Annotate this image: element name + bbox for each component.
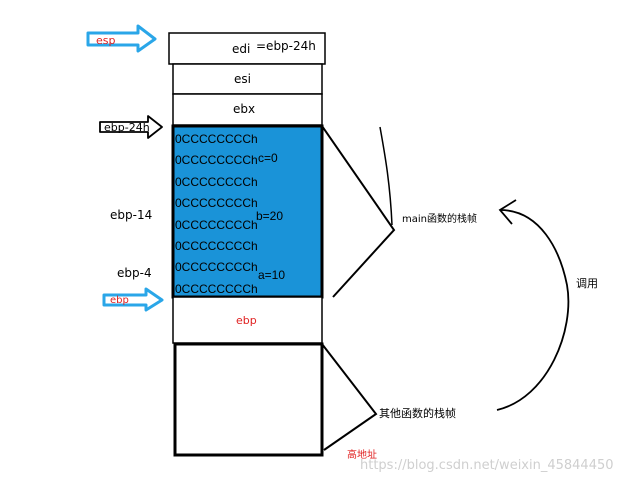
call-label: 调用 (576, 277, 598, 290)
ebp-24h-label: ebp-24h (104, 121, 150, 134)
fill-value-row: 0CCCCCCCCh (175, 239, 258, 253)
esi-cell (172, 63, 323, 95)
call-curve (496, 209, 570, 411)
other-frame-label: 其他函数的栈帧 (379, 406, 456, 420)
ebp-pointer-label: ebp (110, 295, 129, 306)
edi-offset-label: =ebp-24h (256, 39, 316, 53)
main-frame-brace (321, 125, 396, 298)
fill-value-rows: 0CCCCCCCCh 0CCCCCCCCh 0CCCCCCCCh 0CCCCCCCCh… (175, 132, 258, 317)
ebp-14-label: ebp-14 (110, 208, 152, 222)
high-address-label: 高地址 (347, 448, 377, 461)
ebp-cell-label: ebp (236, 314, 257, 327)
watermark: https://blog.csdn.net/weixin_45844450 (360, 458, 614, 473)
ebp-24h-arrow-icon (99, 115, 163, 139)
ebp-cell (172, 296, 323, 344)
fill-value-row: 0CCCCCCCCh (175, 196, 258, 210)
fill-value-row: 0CCCCCCCCh (175, 282, 258, 296)
esi-label: esi (234, 72, 251, 86)
other-frame-brace (321, 343, 378, 451)
var-c-label: c=0 (258, 151, 278, 165)
ebp-4-label: ebp-4 (117, 266, 152, 280)
main-frame-swoosh (379, 126, 393, 226)
fill-value-row: 0CCCCCCCCh (175, 153, 258, 167)
ebp-arrow-icon (102, 287, 164, 312)
fill-value-row: 0CCCCCCCCh (175, 175, 258, 189)
call-arrowhead-icon (498, 199, 517, 225)
edi-label: edi (232, 42, 250, 56)
main-frame-locals (171, 124, 324, 299)
var-b-label: b=20 (256, 209, 283, 223)
ebp-pointer: ebp (102, 287, 164, 312)
esp-arrow-icon (86, 24, 157, 53)
var-a-label: a=10 (258, 268, 285, 282)
main-frame-label: main函数的栈帧 (402, 212, 477, 225)
ebp-24h-pointer: ebp-24h (99, 115, 163, 139)
other-frame (173, 342, 324, 457)
fill-value-row: 0CCCCCCCCh (175, 260, 258, 274)
esp-label: esp (96, 34, 115, 47)
edi-cell (168, 32, 326, 65)
fill-value-row: 0CCCCCCCCh (175, 218, 258, 232)
fill-value-row: 0CCCCCCCCh (175, 132, 258, 146)
ebx-label: ebx (233, 102, 255, 116)
esp-pointer: esp (86, 24, 157, 53)
